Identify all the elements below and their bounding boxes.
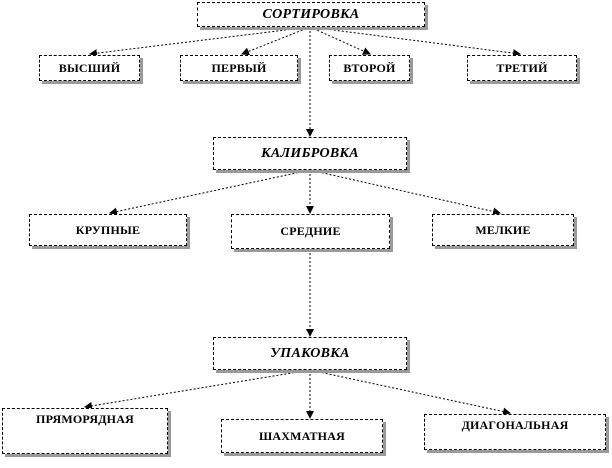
packing-box: УПАКОВКА (213, 337, 407, 370)
packing-chess-box: ШАХМАТНАЯ (221, 419, 383, 453)
arrow-sorting-to-third (309, 26, 521, 58)
arrow-packing-to-straight (84, 369, 311, 410)
arrow-sorting-to-highest (89, 26, 311, 58)
grade-second-box: ВТОРОЙ (329, 55, 410, 81)
calibration-box: КАЛИБРОВКА (213, 137, 407, 170)
arrow-packing-to-diagonal (309, 369, 511, 416)
arrow-sorting-to-second (309, 26, 371, 55)
grade-first-box: ПЕРВЫЙ (180, 55, 298, 81)
arrow-calibration-to-small (309, 169, 501, 216)
size-medium-box: СРЕДНИЕ (231, 214, 390, 249)
packing-diagonal-box: ДИАГОНАЛЬНАЯ (424, 414, 606, 450)
sorting-box: СОРТИРОВКА (197, 2, 425, 27)
packing-straight-box: ПРЯМОРЯДНАЯ (2, 408, 168, 454)
size-small-box: МЕЛКИЕ (432, 214, 574, 246)
size-large-box: КРУПНЫЕ (29, 214, 187, 246)
grade-third-box: ТРЕТИЙ (467, 55, 577, 81)
arrow-sorting-to-first (241, 26, 311, 56)
grade-highest-box: ВЫСШИЙ (39, 55, 140, 81)
arrow-calibration-to-large (109, 169, 311, 216)
